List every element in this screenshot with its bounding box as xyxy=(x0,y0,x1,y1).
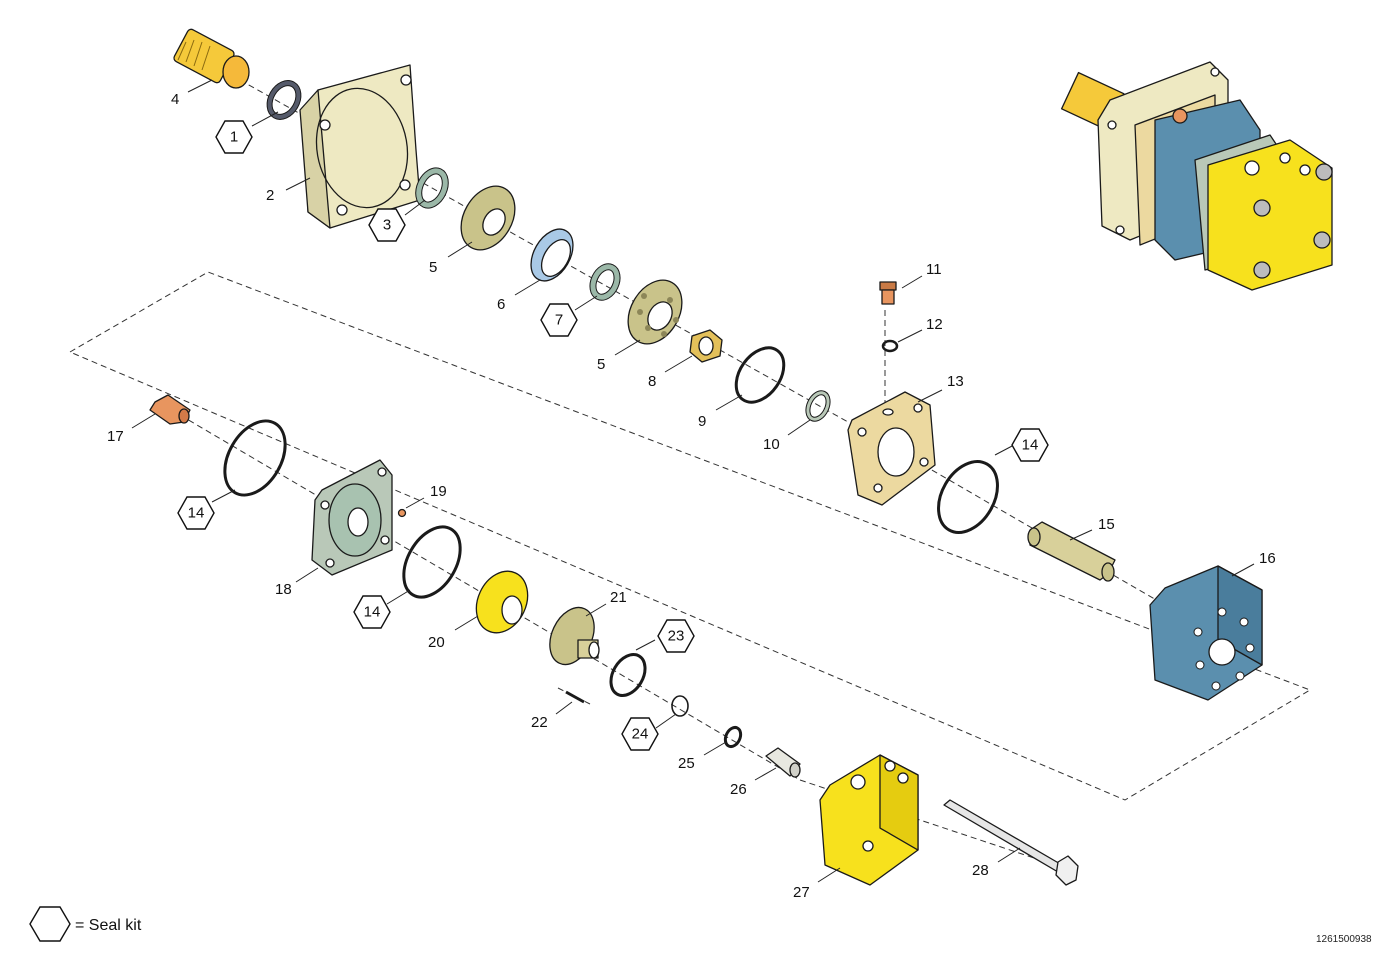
label-part-28: 28 xyxy=(972,862,989,879)
part-14-o-ring-left-bottom xyxy=(402,525,462,599)
part-17-valve-insert xyxy=(149,394,191,425)
part-21-balance-plate xyxy=(549,606,600,666)
seal-kit-callouts: 1 3 7 14 14 14 23 24 xyxy=(177,120,1049,751)
part-4-shaft-coupling xyxy=(173,28,250,89)
label-part-18: 18 xyxy=(275,581,292,598)
label-part-20: 20 xyxy=(428,634,445,651)
label-part-27: 27 xyxy=(793,884,810,901)
label-part-25: 25 xyxy=(678,755,695,772)
legend-text: = Seal kit xyxy=(75,917,142,934)
label-part-16: 16 xyxy=(1259,550,1276,567)
part-14-o-ring-right xyxy=(937,460,999,534)
part-22-pin xyxy=(565,690,585,704)
label-part-5-front: 5 xyxy=(429,259,437,276)
label-part-6: 6 xyxy=(497,296,505,313)
label-part-17: 17 xyxy=(107,428,124,445)
part-6-sleeve-ring xyxy=(530,228,574,282)
seal-kit-hex-1: 1 xyxy=(215,120,253,154)
label-part-10: 10 xyxy=(763,436,780,453)
seal-kit-hex-14-left-bottom: 14 xyxy=(353,595,391,629)
svg-text:14: 14 xyxy=(364,604,381,621)
svg-text:24: 24 xyxy=(632,726,649,743)
part-25-snap-ring xyxy=(723,725,743,749)
svg-text:1: 1 xyxy=(230,129,238,146)
part-3-shaft-seal xyxy=(415,167,449,209)
part-10-retaining-ring xyxy=(805,390,831,422)
label-part-13: 13 xyxy=(947,373,964,390)
label-part-26: 26 xyxy=(730,781,747,798)
label-part-8: 8 xyxy=(648,373,656,390)
part-15-drive-shaft xyxy=(1027,521,1116,582)
seal-kit-hex-24: 24 xyxy=(621,717,659,751)
drawing-reference-number: 1261500938 xyxy=(1316,934,1372,945)
seal-kit-hex-7: 7 xyxy=(540,303,578,337)
label-part-2: 2 xyxy=(266,187,274,204)
part-14-o-ring-left-top xyxy=(223,419,287,497)
label-part-22: 22 xyxy=(531,714,548,731)
part-24-o-ring xyxy=(671,695,689,717)
part-13-housing-plate xyxy=(847,391,936,506)
part-12-seal-ring xyxy=(881,339,899,353)
seal-kit-hex-3: 3 xyxy=(368,208,406,242)
assembly-group-boundary xyxy=(68,271,1312,801)
part-5-bearing-rear xyxy=(627,279,683,345)
seal-kit-hex-23: 23 xyxy=(657,619,695,653)
leader-lines xyxy=(131,79,1255,883)
svg-text:3: 3 xyxy=(383,217,391,234)
legend-hexagon-icon xyxy=(29,906,71,942)
part-26-sleeve xyxy=(765,747,801,778)
label-part-9: 9 xyxy=(698,413,706,430)
assembled-motor-illustration xyxy=(1060,61,1333,291)
label-part-4: 4 xyxy=(171,91,179,108)
label-part-15: 15 xyxy=(1098,516,1115,533)
label-part-11: 11 xyxy=(926,261,942,278)
seal-kit-hex-14-right: 14 xyxy=(1011,428,1049,462)
part-2-mounting-flange xyxy=(299,64,421,229)
part-8-nut xyxy=(689,329,723,363)
seal-kit-legend: = Seal kit xyxy=(29,906,142,942)
label-part-19: 19 xyxy=(430,483,447,500)
part-5-bearing-front xyxy=(460,185,516,251)
part-number-labels: 4 2 5 6 5 8 9 10 11 12 13 15 16 17 18 19… xyxy=(107,91,1276,901)
label-part-12: 12 xyxy=(926,316,943,333)
part-1-seal-ring xyxy=(266,80,302,120)
svg-text:23: 23 xyxy=(668,628,685,645)
seal-kit-hex-14-left-top: 14 xyxy=(177,496,215,530)
part-11-plug xyxy=(879,281,897,305)
svg-text:14: 14 xyxy=(188,505,205,522)
label-part-21: 21 xyxy=(610,589,627,606)
svg-text:14: 14 xyxy=(1022,437,1039,454)
part-20-rotary-valve xyxy=(475,570,529,634)
part-28-bolt xyxy=(943,799,1079,886)
part-7-seal xyxy=(589,263,621,301)
part-9-o-ring xyxy=(734,346,786,404)
svg-text:7: 7 xyxy=(555,312,563,329)
part-19-check-ball xyxy=(397,508,407,518)
part-16-gerotor-set xyxy=(1149,565,1263,701)
part-18-valve-plate xyxy=(311,459,393,576)
part-27-end-cover xyxy=(819,754,919,886)
label-part-5-rear: 5 xyxy=(597,356,605,373)
part-23-o-ring xyxy=(609,653,647,697)
